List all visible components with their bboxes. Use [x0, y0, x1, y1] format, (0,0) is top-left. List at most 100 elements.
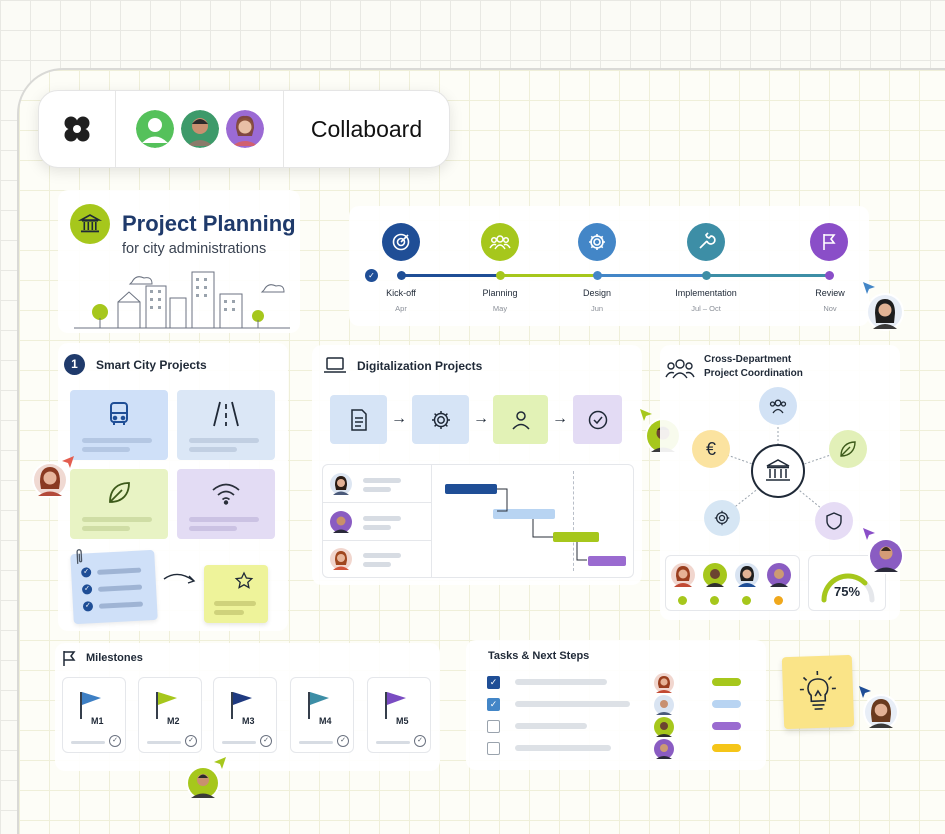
euro-icon[interactable]: € [692, 430, 730, 468]
avatar[interactable] [330, 511, 352, 533]
people-icon[interactable] [759, 387, 797, 425]
gear-icon[interactable] [578, 223, 616, 261]
task-checkbox[interactable]: ✓ [487, 676, 500, 689]
complete-check-icon: ✓ [365, 269, 378, 282]
flag-icon [63, 651, 76, 666]
avatar[interactable] [866, 293, 904, 331]
avatar[interactable] [654, 739, 674, 759]
flag-icon [80, 692, 101, 719]
lightbulb-icon [799, 670, 836, 710]
task-checkbox[interactable]: ✓ [487, 698, 500, 711]
avatar[interactable] [180, 110, 219, 148]
document-step[interactable] [330, 395, 387, 444]
timeline: ✓ Kick-off Apr Planning May Design Jun I… [349, 206, 869, 326]
star-icon [234, 571, 254, 589]
collaborator-avatars[interactable] [116, 91, 284, 167]
header-panel: Project Planning for city administration… [58, 190, 300, 333]
avatar[interactable] [767, 563, 791, 587]
section-number-badge: 1 [64, 354, 85, 375]
city-hall-icon[interactable] [751, 444, 805, 498]
milestone-card[interactable]: M1 ✓ [62, 677, 126, 753]
avatar[interactable] [225, 110, 264, 148]
avatar[interactable] [868, 538, 904, 574]
avatar[interactable] [330, 548, 352, 570]
avatar[interactable] [735, 563, 759, 587]
bus-card[interactable] [70, 390, 168, 460]
avatar[interactable] [330, 473, 352, 495]
leaf-card[interactable] [70, 469, 168, 539]
avatar[interactable] [654, 695, 674, 715]
check-icon[interactable]: ✓ [185, 735, 197, 747]
user-icon [511, 410, 530, 430]
timeline-stage-label: Implementation [675, 288, 737, 298]
avatar[interactable] [654, 673, 674, 693]
check-step[interactable] [573, 395, 622, 444]
team-avatars-card [665, 555, 800, 611]
timeline-stage-label: Review [815, 288, 845, 298]
gantt-chart [322, 464, 634, 578]
avatar[interactable] [863, 694, 899, 730]
wifi-card[interactable] [177, 469, 275, 539]
task-checkbox[interactable] [487, 742, 500, 755]
city-hall-icon [70, 204, 110, 244]
avatar[interactable] [32, 462, 68, 498]
top-toolbar: Collaboard [38, 90, 450, 168]
laptop-icon [324, 357, 346, 373]
milestone-label: M5 [396, 716, 409, 726]
flag-icon [308, 692, 329, 719]
check-icon[interactable]: ✓ [260, 735, 272, 747]
avatar[interactable] [186, 766, 220, 800]
avatar[interactable] [135, 110, 174, 148]
avatar[interactable] [703, 563, 727, 587]
people-icon[interactable] [481, 223, 519, 261]
milestone-card[interactable]: M4 ✓ [290, 677, 354, 753]
flag-icon[interactable] [810, 223, 848, 261]
check-icon [588, 410, 607, 429]
gantt-bar[interactable] [588, 556, 626, 566]
road-card[interactable] [177, 390, 275, 460]
gantt-bar[interactable] [445, 484, 497, 494]
target-icon[interactable] [382, 223, 420, 261]
wrench-icon[interactable] [687, 223, 725, 261]
task-checkbox[interactable] [487, 720, 500, 733]
smart-city-title: Smart City Projects [96, 358, 207, 372]
gantt-bar[interactable] [493, 509, 555, 519]
check-icon[interactable]: ✓ [109, 735, 121, 747]
avatar[interactable] [671, 563, 695, 587]
arrow-icon [163, 573, 196, 584]
timeline-stage-date: Jul – Oct [691, 304, 721, 313]
leaf-icon[interactable] [829, 430, 867, 468]
gear-step[interactable] [412, 395, 469, 444]
gantt-bar[interactable] [553, 532, 599, 542]
timeline-stage-label: Planning [482, 288, 518, 298]
team-icon [665, 359, 695, 379]
gear-icon[interactable] [704, 500, 740, 536]
cursor-icon [214, 757, 226, 769]
timeline-stage-label: Design [582, 288, 611, 298]
leaf-icon [109, 482, 130, 503]
milestone-card[interactable]: M3 ✓ [213, 677, 277, 753]
timeline-stage-date: Jun [590, 304, 604, 313]
road-icon [213, 401, 239, 427]
check-icon[interactable]: ✓ [337, 735, 349, 747]
gear-icon [431, 410, 450, 429]
avatar[interactable] [654, 717, 674, 737]
shield-icon[interactable] [815, 502, 853, 540]
milestone-card[interactable]: M5 ✓ [367, 677, 431, 753]
star-sticky-note[interactable] [204, 565, 268, 623]
cursor-icon [640, 409, 652, 421]
status-pill [712, 744, 741, 752]
idea-sticky-note[interactable] [781, 654, 855, 730]
milestones-title: Milestones [86, 652, 143, 664]
milestone-label: M3 [242, 716, 255, 726]
timeline-panel [349, 206, 869, 326]
checklist-sticky-note[interactable]: ✓ ✓ ✓ [70, 549, 158, 625]
timeline-stage-date: May [492, 304, 508, 313]
cursor-icon [863, 282, 875, 294]
milestone-card[interactable]: M2 ✓ [138, 677, 202, 753]
check-icon[interactable]: ✓ [414, 735, 426, 747]
milestone-label: M2 [167, 716, 180, 726]
flag-icon [385, 692, 406, 719]
app-logo-icon[interactable] [39, 91, 116, 167]
user-step[interactable] [493, 395, 548, 444]
